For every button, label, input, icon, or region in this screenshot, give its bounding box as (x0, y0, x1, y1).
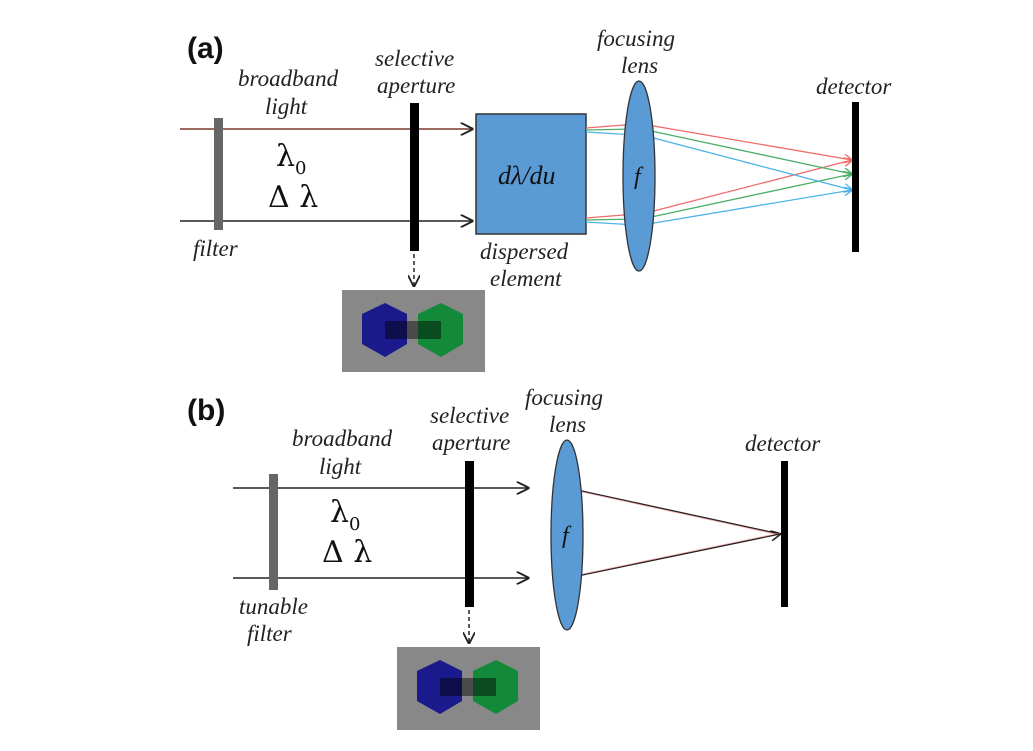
filter-plate (214, 118, 223, 230)
lens-label-line1: focusing (597, 26, 675, 51)
aperture-inset (342, 290, 485, 372)
filter-label: filter (193, 236, 239, 261)
lens-focal-symbol: f (634, 164, 644, 190)
broadband-label-line2: light (319, 454, 362, 479)
green-hexagon (473, 660, 518, 714)
aperture-slit (385, 321, 441, 339)
broadband-label-line1: broadband (292, 426, 393, 451)
aperture-label-line1: selective (375, 46, 454, 71)
detector-label: detector (745, 431, 821, 456)
aperture-label-line1: selective (430, 403, 509, 428)
dispersed-label-line2: element (490, 266, 562, 291)
blue-hexagon (417, 660, 462, 714)
delta-lambda-symbol: Δ λ (322, 535, 372, 570)
focusing-lens (550, 439, 584, 631)
panel-a: (a) filter broadband light λ0 Δ λ select… (180, 26, 892, 372)
filter-label-line1: tunable (239, 594, 308, 619)
aperture-slit (440, 678, 496, 696)
dispersive-element (475, 113, 587, 235)
panel-b-label: (b) (187, 394, 225, 427)
lambda0-symbol: λ0 (276, 139, 306, 179)
broadband-label-line2: light (265, 94, 308, 119)
aperture-label-line2: aperture (377, 73, 455, 98)
lens-label-line1: focusing (525, 385, 603, 410)
lens-focal-symbol: f (562, 523, 572, 549)
panel-a-label: (a) (187, 32, 224, 65)
detector-label: detector (816, 74, 892, 99)
lens-label-line2: lens (549, 412, 586, 437)
focused-rays (567, 487, 780, 579)
aperture-inset (397, 647, 540, 730)
selective-aperture (465, 461, 474, 607)
tunable-filter-plate (269, 474, 278, 590)
panel-b: (b) tunable filter broadband light λ0 Δ … (187, 385, 821, 730)
lens-label-line2: lens (621, 53, 658, 78)
dispersion-label: dλ/du (498, 161, 555, 190)
focused-rays (641, 123, 852, 226)
detector (852, 102, 859, 252)
broadband-label-line1: broadband (238, 66, 339, 91)
lambda0-symbol: λ0 (330, 495, 360, 535)
dispersed-label-line1: dispersed (480, 239, 569, 264)
green-hexagon (418, 303, 463, 357)
selective-aperture (410, 103, 419, 251)
filter-label-line2: filter (247, 621, 293, 646)
delta-lambda-symbol: Δ λ (268, 180, 318, 215)
focusing-lens (622, 80, 656, 272)
blue-hexagon (362, 303, 407, 357)
aperture-label-line2: aperture (432, 430, 510, 455)
detector (781, 461, 788, 607)
